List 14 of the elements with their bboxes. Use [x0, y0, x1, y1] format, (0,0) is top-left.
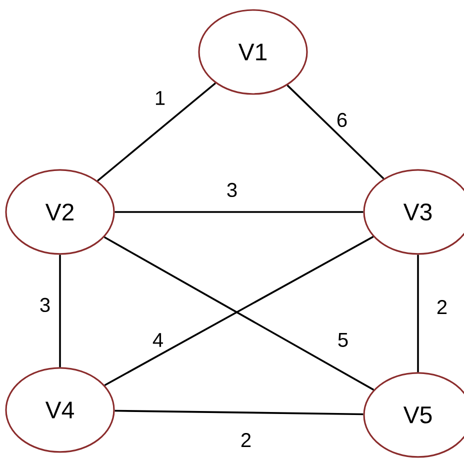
edge-line: [59, 254, 61, 368]
edge-label: 2: [435, 299, 449, 315]
edge-line: [114, 211, 364, 213]
edge-line: [286, 84, 384, 180]
edge-label: 3: [38, 296, 52, 314]
edge-label: 4: [151, 332, 165, 348]
edge-line: [97, 82, 216, 182]
edge-label: 5: [336, 332, 350, 348]
edge-label: 2: [239, 432, 253, 448]
edge-label: 6: [335, 112, 349, 128]
edge-label: 1: [153, 90, 167, 106]
edge-line: [417, 254, 419, 372]
edge-label: 3: [225, 182, 239, 198]
edge-line: [114, 410, 364, 416]
